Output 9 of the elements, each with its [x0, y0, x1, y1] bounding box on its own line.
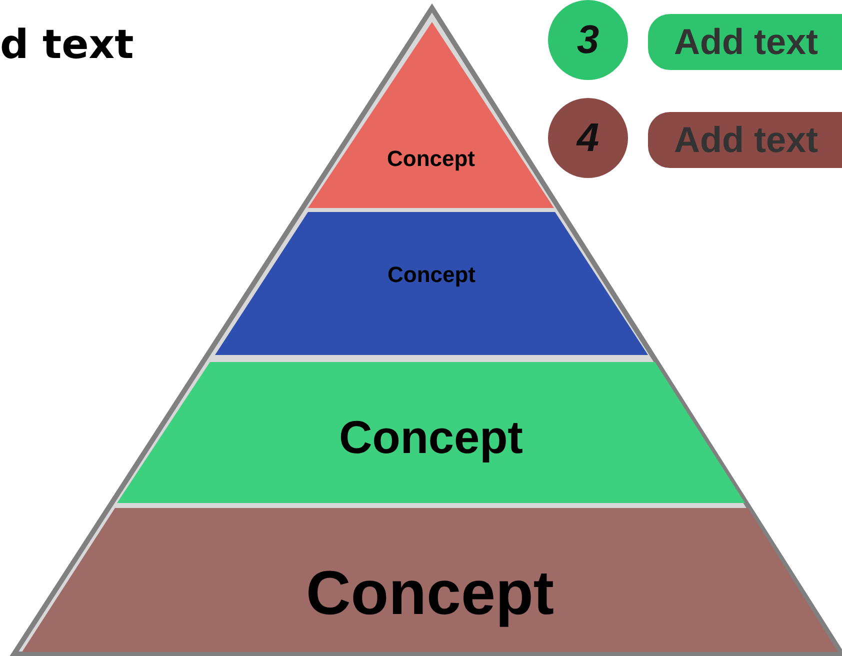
text-banner: Add text — [648, 112, 842, 168]
heading-text: d text — [0, 22, 134, 68]
number-circle: 3 — [548, 0, 628, 80]
pyramid-tier: Concept — [215, 212, 648, 355]
pyramid-tier: Concept — [117, 362, 745, 503]
number-circle: 4 — [548, 98, 628, 178]
text-banner: Add text — [648, 14, 842, 70]
pyramid-tier: Concept — [308, 22, 554, 208]
pyramid-tier: Concept — [22, 508, 838, 652]
